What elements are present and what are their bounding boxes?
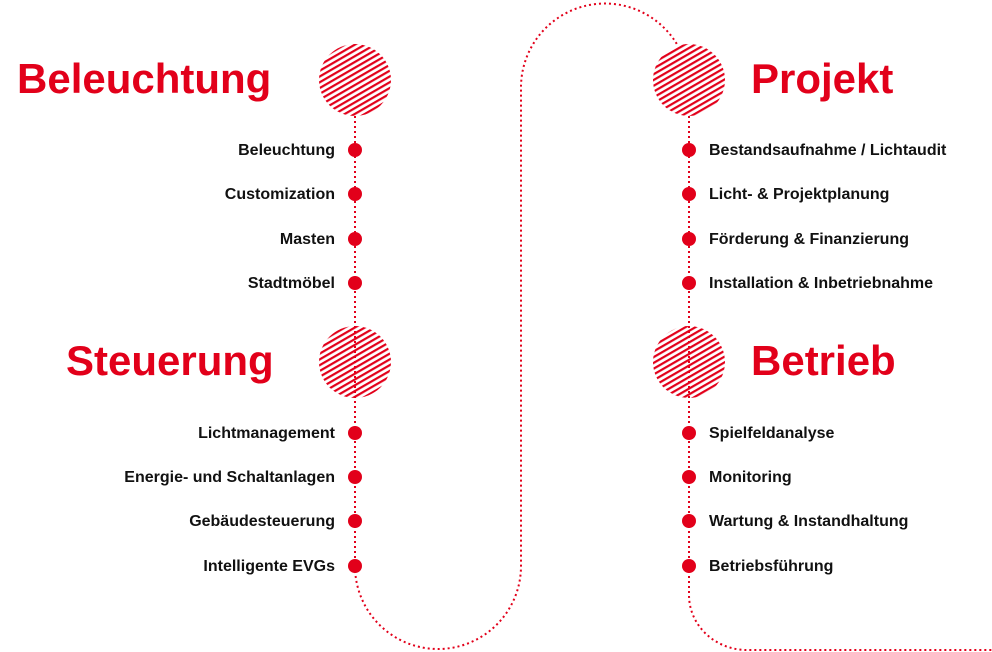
- bullet-dot: [682, 426, 696, 440]
- bullet-dot: [348, 514, 362, 528]
- bullet-dot: [682, 143, 696, 157]
- list-item: Wartung & Instandhaltung: [709, 513, 909, 530]
- bullet-dot: [348, 559, 362, 573]
- hatched-circle-beleuchtung: [319, 44, 391, 116]
- hatched-circle-betrieb: [653, 326, 725, 398]
- list-item: Bestandsaufnahme / Lichtaudit: [709, 142, 947, 159]
- list-item: Intelligente EVGs: [203, 558, 335, 575]
- bullet-dot: [682, 187, 696, 201]
- bullet-dot: [348, 276, 362, 290]
- bullet-dot: [682, 514, 696, 528]
- bullet-dot: [348, 470, 362, 484]
- list-item: Licht- & Projektplanung: [709, 186, 890, 203]
- list-item: Förderung & Finanzierung: [709, 231, 909, 248]
- bullet-dot: [682, 559, 696, 573]
- hatched-circle-steuerung: [319, 326, 391, 398]
- list-item: Monitoring: [709, 469, 792, 486]
- bullet-dot: [348, 187, 362, 201]
- bullet-dot: [682, 232, 696, 246]
- hatched-circle-projekt: [653, 44, 725, 116]
- bullet-dot: [348, 232, 362, 246]
- dotted-path: [354, 2, 992, 651]
- bullet-dot: [348, 143, 362, 157]
- bullet-dot: [682, 276, 696, 290]
- list-item: Customization: [224, 186, 335, 203]
- list-item: Lichtmanagement: [198, 425, 335, 442]
- heading-betrieb: Betrieb: [751, 337, 896, 384]
- list-item: Gebäudesteuerung: [189, 513, 335, 530]
- bullet-dot: [682, 470, 696, 484]
- bullet-dot: [348, 426, 362, 440]
- list-item: Beleuchtung: [238, 142, 335, 159]
- list-item: Stadtmöbel: [247, 275, 335, 292]
- list-item: Spielfeldanalyse: [709, 425, 835, 442]
- heading-steuerung: Steuerung: [66, 337, 274, 384]
- list-item: Installation & Inbetriebnahme: [709, 275, 934, 292]
- heading-beleuchtung: Beleuchtung: [17, 55, 272, 102]
- list-item: Energie- und Schaltanlagen: [124, 469, 335, 486]
- list-item: Betriebsführung: [709, 558, 834, 575]
- heading-projekt: Projekt: [751, 55, 894, 102]
- list-item: Masten: [279, 231, 335, 248]
